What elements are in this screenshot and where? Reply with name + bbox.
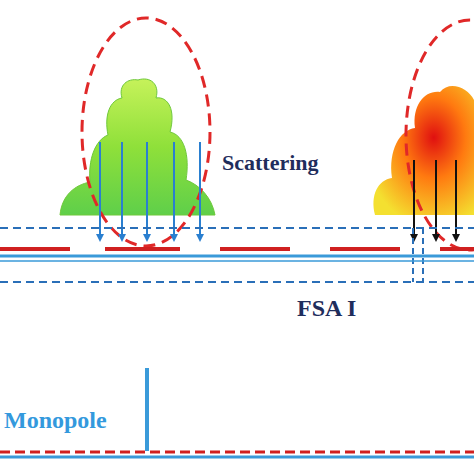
- fsa-layer: [0, 228, 474, 282]
- antenna-label: Monopole: [4, 408, 107, 432]
- monopole-antenna: [0, 368, 474, 457]
- layer-label: FSA I: [297, 296, 356, 320]
- beam-ellipse: [406, 20, 474, 250]
- beam-ellipse: [82, 18, 210, 246]
- annotation-label: Scattering: [222, 152, 319, 174]
- scattering-arrows: [100, 142, 456, 240]
